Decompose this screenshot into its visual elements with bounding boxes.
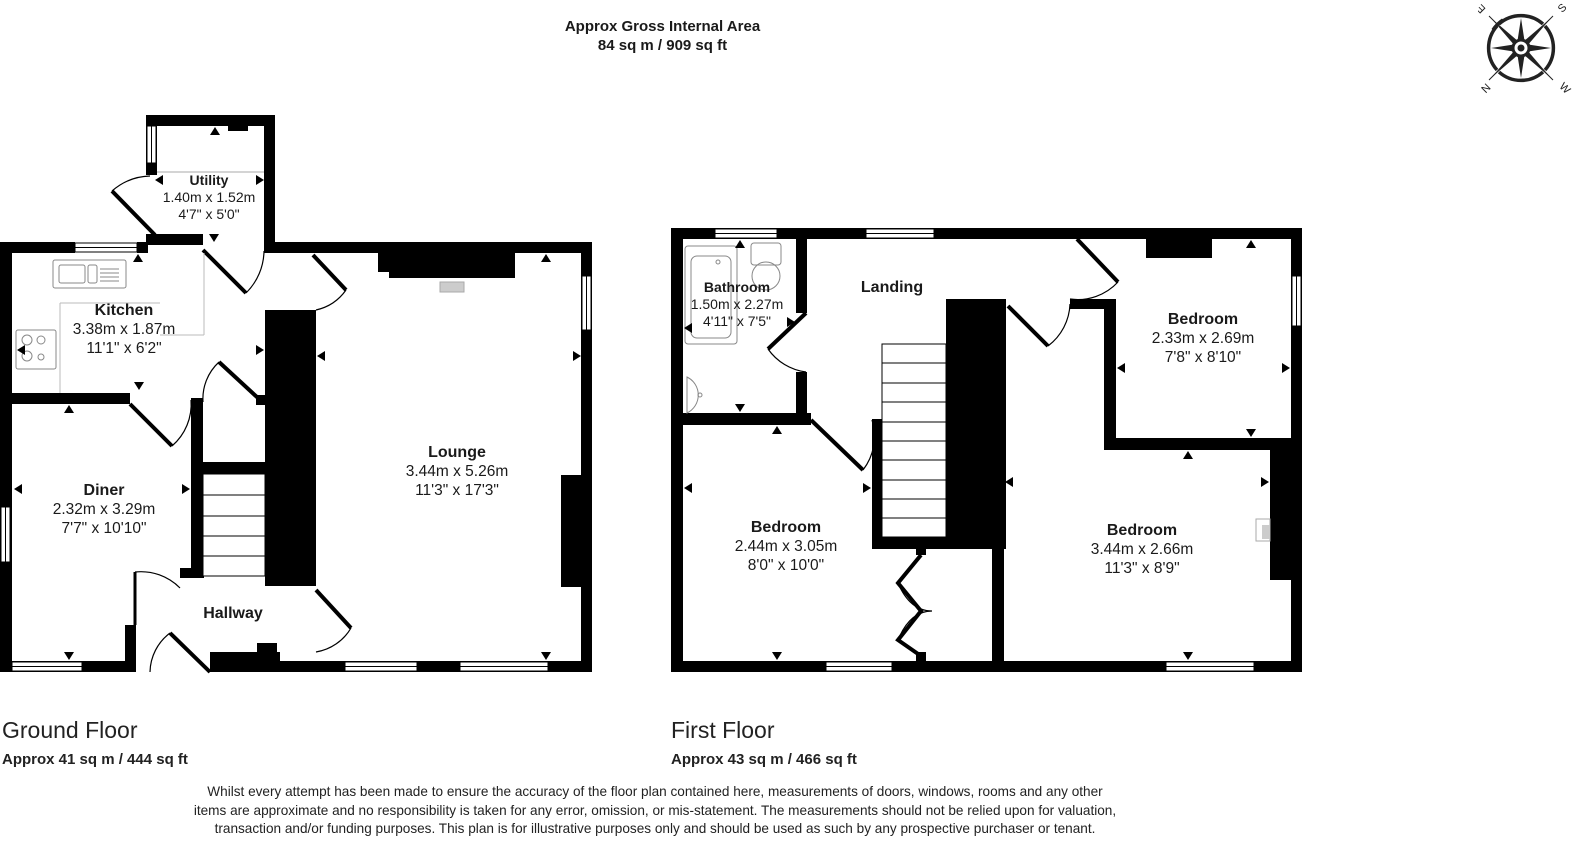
ground-floor-area: Approx 41 sq m / 444 sq ft (2, 751, 188, 768)
ground-floor-title: Ground Floor (2, 717, 138, 743)
room-imperial: 11'3" x 8'9" (1104, 560, 1180, 577)
room-metric: 3.44m x 2.66m (1090, 541, 1194, 558)
room-label-hallway: Hallway (203, 604, 263, 623)
room-name: Utility (189, 172, 229, 188)
room-imperial: 7'8" x 8'10" (1164, 349, 1242, 366)
room-name: Bedroom (1167, 311, 1239, 328)
room-label-kitchen: Kitchen 3.38m x 1.87m 11'1" x 6'2" (73, 301, 176, 358)
room-label-lounge: Lounge 3.44m x 5.26m 11'3" x 17'3" (406, 443, 509, 500)
room-name: Bedroom (750, 519, 822, 536)
room-name: Lounge (428, 444, 486, 461)
room-name: Kitchen (94, 302, 154, 319)
room-label-bedroom-small: Bedroom 2.33m x 2.69m 7'8" x 8'10" (1152, 310, 1255, 367)
disclaimer-text: Whilst every attempt has been made to en… (193, 784, 1117, 836)
room-name: Bathroom (703, 279, 771, 295)
room-name: Hallway (203, 605, 263, 622)
gross-area-value: 84 sq m / 909 sq ft (597, 37, 728, 54)
room-label-bathroom: Bathroom 1.50m x 2.27m 4'11" x 7'5" (691, 279, 784, 330)
room-name: Bedroom (1106, 522, 1178, 539)
first-floor-title: First Floor (671, 717, 775, 743)
room-metric: 1.50m x 2.27m (690, 296, 784, 312)
room-imperial: 11'1" x 6'2" (86, 340, 162, 357)
room-imperial: 4'11" x 7'5" (703, 313, 771, 329)
room-name: Diner (83, 482, 125, 499)
first-floor-plan (671, 228, 1302, 672)
room-metric: 2.32m x 3.29m (52, 501, 156, 518)
room-imperial: 8'0" x 10'0" (747, 557, 825, 574)
first-floor-area: Approx 43 sq m / 466 sq ft (671, 751, 857, 768)
room-metric: 1.40m x 1.52m (162, 189, 256, 205)
room-imperial: 11'3" x 17'3" (415, 482, 499, 499)
compass-rose-icon: E S N W (1475, 2, 1582, 97)
room-imperial: 4'7" x 5'0" (178, 206, 240, 222)
room-metric: 3.38m x 1.87m (72, 321, 176, 338)
room-label-diner: Diner 2.32m x 3.29m 7'7" x 10'10" (53, 481, 156, 538)
room-label-bedroom-main: Bedroom 3.44m x 2.66m 11'3" x 8'9" (1091, 521, 1194, 578)
room-imperial: 7'7" x 10'10" (61, 520, 147, 537)
gross-area-label: Approx Gross Internal Area (564, 18, 761, 35)
room-metric: 3.44m x 5.26m (405, 463, 509, 480)
room-label-utility: Utility 1.40m x 1.52m 4'7" x 5'0" (163, 172, 256, 223)
gross-internal-area: Approx Gross Internal Area 84 sq m / 909… (0, 17, 1325, 55)
room-name: Landing (860, 279, 924, 296)
room-label-landing: Landing (861, 278, 923, 297)
room-metric: 2.44m x 3.05m (734, 538, 838, 555)
room-label-bedroom-left: Bedroom 2.44m x 3.05m 8'0" x 10'0" (735, 518, 838, 575)
ground-floor-plan (0, 115, 592, 674)
room-metric: 2.33m x 2.69m (1151, 330, 1255, 347)
